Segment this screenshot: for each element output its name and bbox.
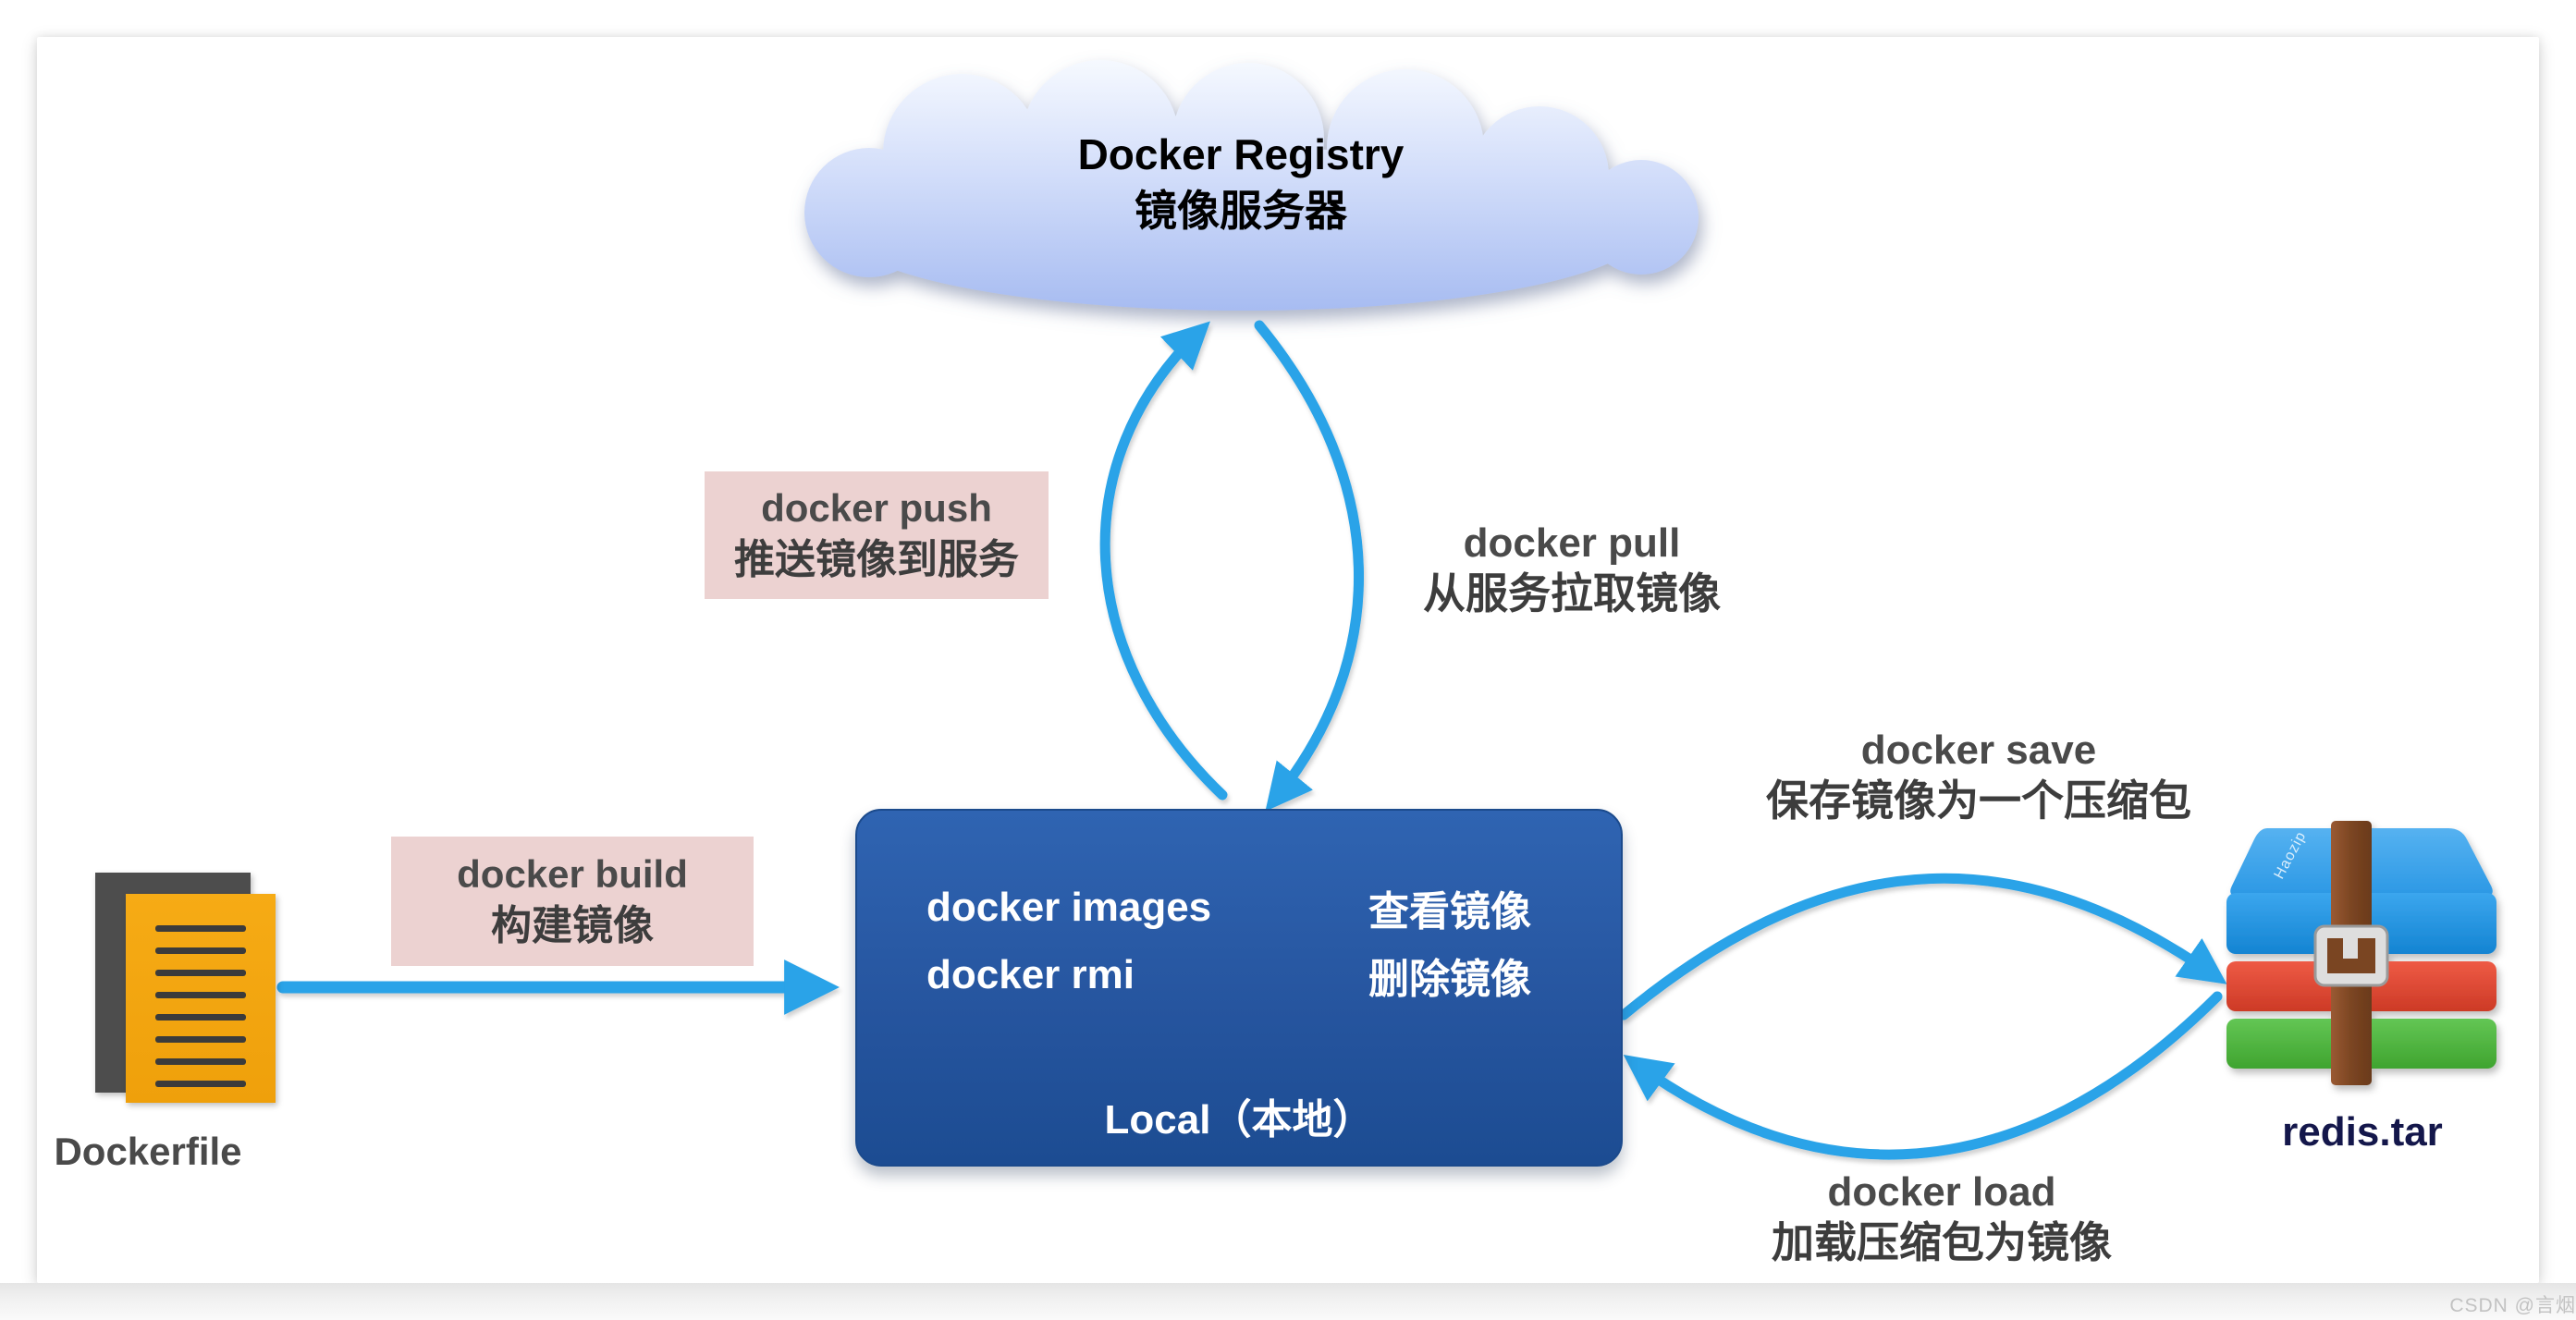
load-description: 加载压缩包为镜像: [1772, 1218, 2112, 1266]
archive-file-label: redis.tar: [2282, 1109, 2443, 1155]
load-command: docker load: [1827, 1169, 2056, 1215]
pull-label: docker pull 从服务拉取镜像: [1387, 519, 1757, 619]
rmi-command: docker rmi: [926, 952, 1135, 997]
push-description: 推送镜像到服务: [734, 537, 1019, 582]
local-box-title: Local（本地）: [1104, 1097, 1374, 1143]
save-arrow: [1618, 873, 2227, 1021]
rmi-description: 删除镜像: [1368, 957, 1531, 1002]
dockerfile-label: Dockerfile: [54, 1130, 242, 1173]
push-label-box: docker push 推送镜像到服务: [705, 471, 1049, 599]
local-host-box: docker images 查看镜像 docker rmi 删除镜像 Local…: [855, 809, 1623, 1167]
build-label-box: docker build 构建镜像: [391, 837, 754, 966]
save-command: docker save: [1860, 727, 2097, 773]
dockerfile-icon: [126, 894, 276, 1103]
push-arrow: [1099, 321, 1228, 801]
pull-description: 从服务拉取镜像: [1423, 569, 1721, 617]
pull-arrow: [1254, 320, 1365, 812]
registry-title: Docker Registry: [1077, 130, 1405, 178]
registry-cloud-shape: [804, 60, 1699, 311]
page-bottom-strip: [0, 1283, 2576, 1320]
save-description: 保存镜像为一个压缩包: [1766, 776, 2191, 825]
csdn-watermark: CSDN @言烟: [2449, 1295, 2576, 1316]
build-description: 构建镜像: [491, 903, 654, 948]
save-label: docker save 保存镜像为一个压缩包: [1748, 727, 2210, 826]
dockerfile-text-lines: [155, 925, 246, 1103]
push-command: docker push: [761, 486, 992, 530]
pull-command: docker pull: [1463, 520, 1681, 566]
images-description: 查看镜像: [1368, 889, 1531, 935]
build-command: docker build: [457, 852, 688, 896]
archive-buckle-tab: [2343, 938, 2358, 959]
load-arrow: [1623, 991, 2223, 1160]
images-command: docker images: [926, 885, 1212, 930]
registry-subtitle: 镜像服务器: [1135, 187, 1347, 235]
archive-icon: Haozip: [2226, 821, 2496, 1085]
load-label: docker load 加载压缩包为镜像: [1711, 1168, 2173, 1268]
